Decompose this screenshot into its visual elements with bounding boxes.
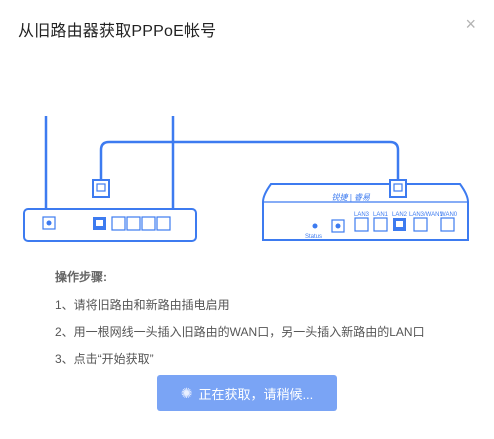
instructions: 操作步骤: 1、请将旧路由和新路由插电启用 2、用一根网线一头插入旧路由的WAN… [55,268,425,377]
port-label: LAN3/WAN1 [409,212,443,218]
port-label: LAN1 [373,212,389,218]
old-router-lan-port [156,216,171,231]
fetching-button-label: 正在获取，请稍候... [198,386,314,402]
old-router-lan-port [126,216,141,231]
fetching-button[interactable]: ✺ 正在获取，请稍候... [157,375,337,411]
new-router-port-lan3 [354,217,369,232]
old-router-lan-port [141,216,156,231]
new-router-port-lan1 [373,217,388,232]
dialog-title: 从旧路由器获取PPPoE帐号 [18,23,217,40]
status-label: Status [305,234,322,240]
close-icon[interactable]: × [465,14,476,34]
new-router-brand: 锐捷 | 睿易 [331,193,371,202]
instruction-step: 1、请将旧路由和新路由插电启用 [55,298,230,312]
old-router-lan-port [111,216,126,231]
new-router-power-port [331,219,345,233]
port-label: LAN2 [392,212,408,218]
spinner-icon: ✺ [180,384,193,401]
instructions-heading: 操作步骤: [55,270,107,284]
network-cable [99,140,400,182]
old-router-power-port [42,216,56,230]
instruction-step: 3、点击“开始获取” [55,352,154,366]
router-connection-illustration: 锐捷 | 睿易 Status LAN3 LAN1 LAN2 LAN3/WAN1 … [23,116,469,242]
instruction-step: 2、用一根网线一头插入旧路由的WAN口，另一头插入新路由的LAN口 [55,325,425,339]
port-label: WAN0 [440,212,458,218]
cable-plug-new [389,179,407,198]
cable-plug-old [92,179,110,198]
new-router-port-wan0 [440,217,455,232]
new-router-port-lan3-wan1 [413,217,428,232]
status-led [312,223,318,229]
port-label: LAN3 [354,212,370,218]
